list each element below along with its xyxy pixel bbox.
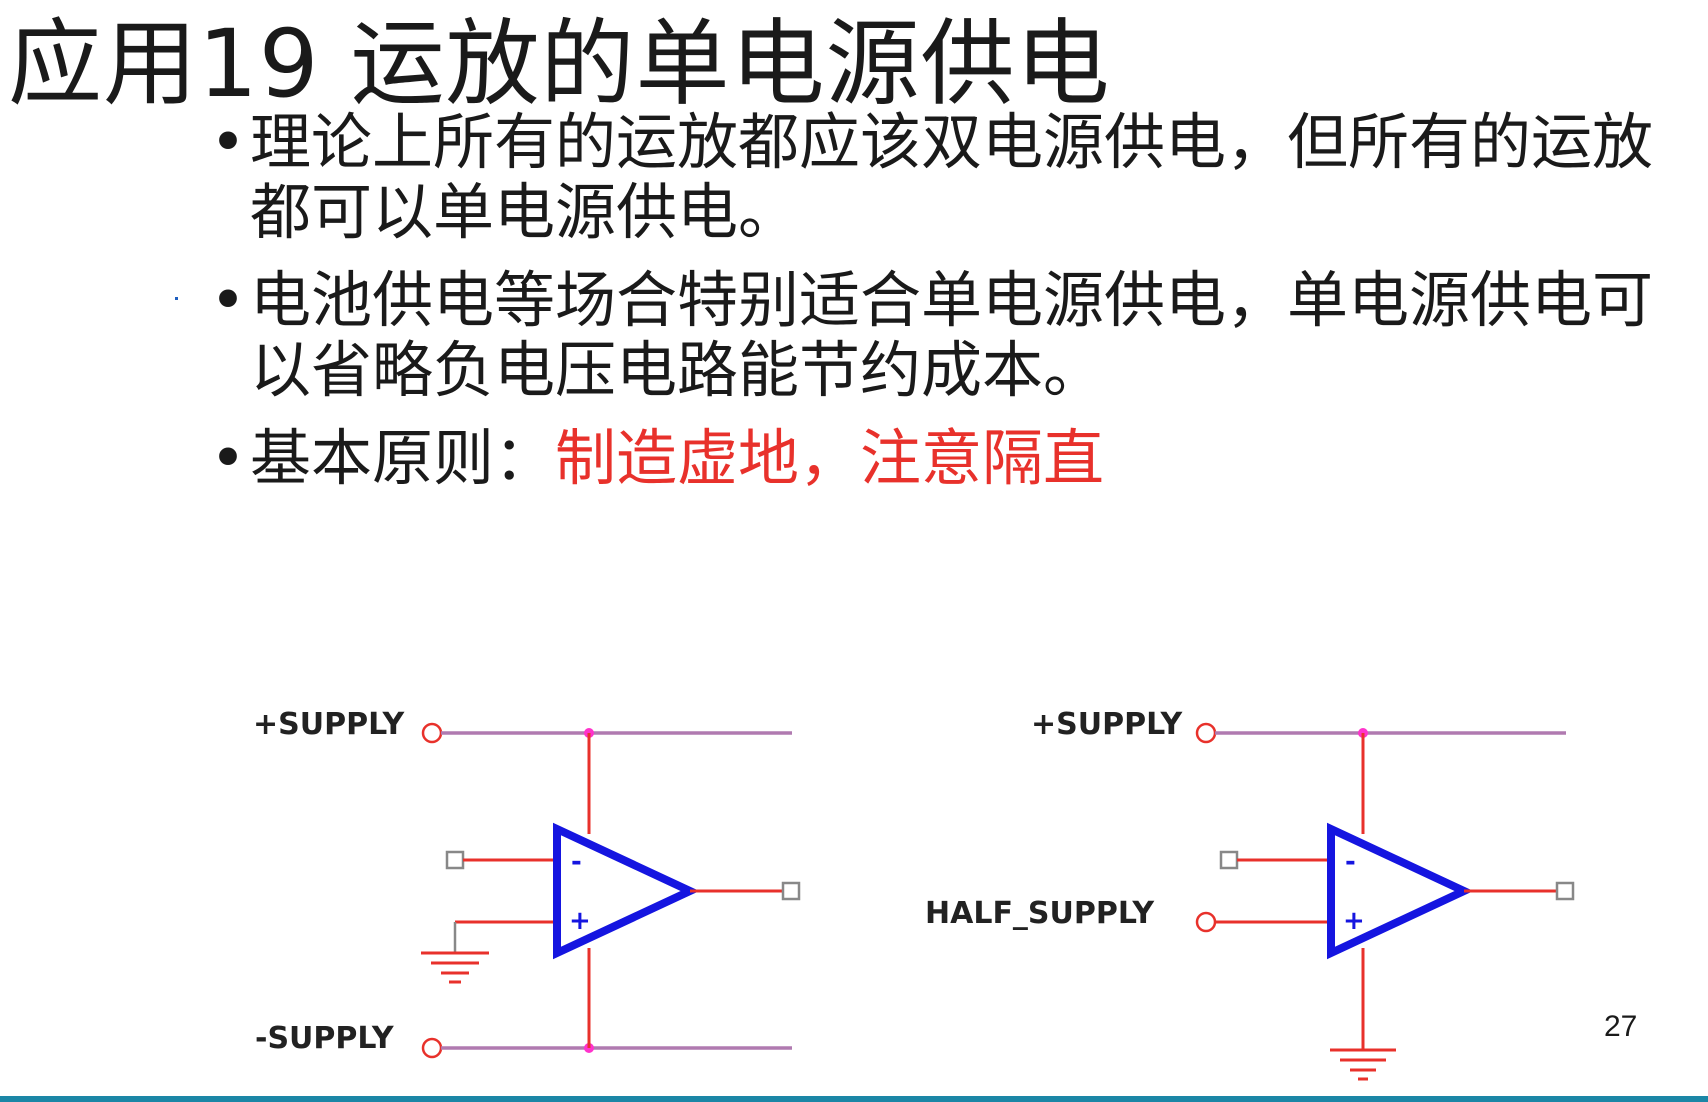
left-neg-supply-terminal bbox=[421, 1037, 443, 1059]
right-circuit: +SUPPLY HALF_SUPPLY - + bbox=[925, 707, 1575, 1081]
left-neg-supply-label: -SUPPLY bbox=[255, 1021, 395, 1056]
left-circuit: +SUPPLY -SUPPLY - + bbox=[253, 707, 801, 1059]
bullet-item-3: 基本原则：制造虚地，注意隔直 bbox=[210, 423, 1700, 495]
slide-title: 应用19 运放的单电源供电 bbox=[8, 10, 1111, 119]
right-opamp-plus: + bbox=[1343, 906, 1365, 936]
principle-label: 基本原则： bbox=[250, 423, 556, 494]
left-pos-supply-label: +SUPPLY bbox=[253, 707, 406, 742]
left-opamp-minus: - bbox=[571, 847, 582, 877]
page-number: 27 bbox=[1604, 1010, 1638, 1043]
stray-dot bbox=[175, 297, 178, 300]
principle-highlight: 制造虚地，注意隔直 bbox=[555, 423, 1105, 494]
left-inverting-input-pin bbox=[445, 850, 465, 870]
bullet-list: 理论上所有的运放都应该双电源供电，但所有的运放都可以单电源供电。 电池供电等场合… bbox=[210, 108, 1700, 512]
right-opamp-minus: - bbox=[1345, 847, 1356, 877]
bullet-item-2: 电池供电等场合特别适合单电源供电，单电源供电可以省略负电压电路能节约成本。 bbox=[210, 266, 1700, 406]
right-output-pin bbox=[1555, 881, 1575, 901]
left-pos-supply-terminal bbox=[421, 722, 443, 744]
right-opamp-triangle bbox=[1327, 822, 1474, 960]
right-half-supply-terminal bbox=[1195, 911, 1217, 933]
bottom-accent-bar bbox=[0, 1096, 1708, 1102]
bullet-item-1: 理论上所有的运放都应该双电源供电，但所有的运放都可以单电源供电。 bbox=[210, 108, 1700, 248]
right-pos-supply-label: +SUPPLY bbox=[1031, 707, 1184, 742]
left-opamp-plus: + bbox=[569, 906, 591, 936]
right-pos-supply-terminal bbox=[1195, 722, 1217, 744]
left-opamp-triangle bbox=[553, 822, 700, 960]
right-half-supply-label: HALF_SUPPLY bbox=[925, 896, 1155, 931]
right-inverting-input-pin bbox=[1219, 850, 1239, 870]
left-output-pin bbox=[781, 881, 801, 901]
